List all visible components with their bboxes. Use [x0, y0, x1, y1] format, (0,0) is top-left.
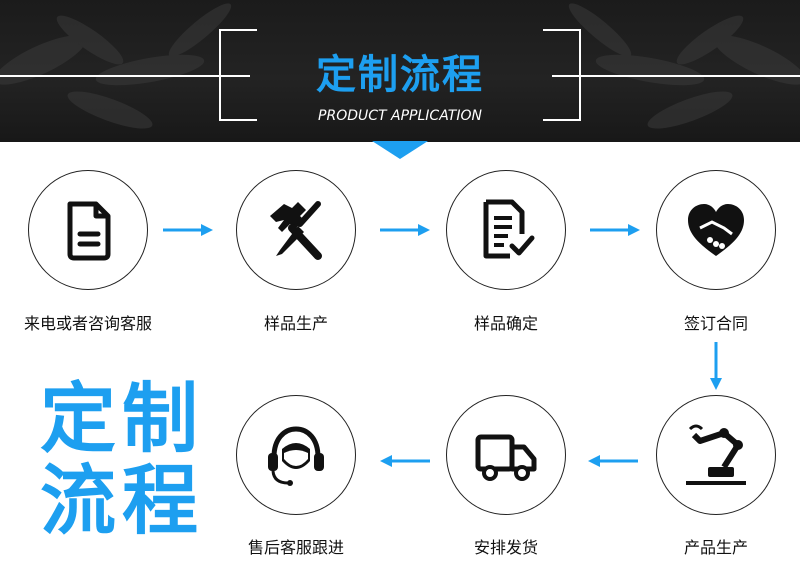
header-line-right: [552, 75, 800, 77]
step-after-sales-circle: [236, 395, 356, 515]
header-line-left: [0, 75, 250, 77]
step-shipping-label: 安排发货: [473, 538, 538, 557]
delivery-truck-icon: [475, 434, 537, 481]
step-contract-label: 签订合同: [683, 314, 748, 333]
arrow-right-1: [163, 224, 213, 236]
step-shipping-circle: [446, 395, 566, 515]
step-sample-confirm-circle: [446, 170, 566, 290]
step-contact-circle: [28, 170, 148, 290]
floral-decoration-right: [568, 3, 800, 129]
checklist-icon: [483, 199, 535, 259]
handshake-heart-icon: [688, 204, 744, 256]
banner-pointer: [372, 141, 428, 159]
arrow-left-1: [588, 455, 638, 467]
hammer-screwdriver-icon: [270, 201, 322, 260]
arrow-right-2: [380, 224, 430, 236]
document-icon: [67, 201, 111, 261]
step-sample-production-circle: [236, 170, 356, 290]
floral-decoration-left: [0, 3, 232, 129]
step-sample-confirm-label: 样品确定: [473, 314, 538, 333]
header-banner: 定制流程 PRODUCT APPLICATION: [0, 0, 800, 142]
step-production-label: 产品生产: [683, 538, 748, 557]
arrow-down: [710, 342, 722, 390]
side-title: 定制流程: [40, 374, 204, 545]
step-after-sales-label: 售后客服跟进: [247, 538, 344, 557]
customer-service-headset-icon: [268, 426, 324, 486]
robot-arm-icon: [686, 424, 746, 485]
banner-title: 定制流程: [316, 52, 484, 98]
title-frame: [219, 29, 581, 121]
step-production-circle: [656, 395, 776, 515]
arrow-left-2: [380, 455, 430, 467]
arrow-right-3: [590, 224, 640, 236]
step-sample-production-label: 样品生产: [263, 314, 328, 333]
step-contact-label: 来电或者咨询客服: [23, 314, 152, 333]
banner-subtitle: PRODUCT APPLICATION: [318, 108, 482, 124]
step-contract-circle: [656, 170, 776, 290]
